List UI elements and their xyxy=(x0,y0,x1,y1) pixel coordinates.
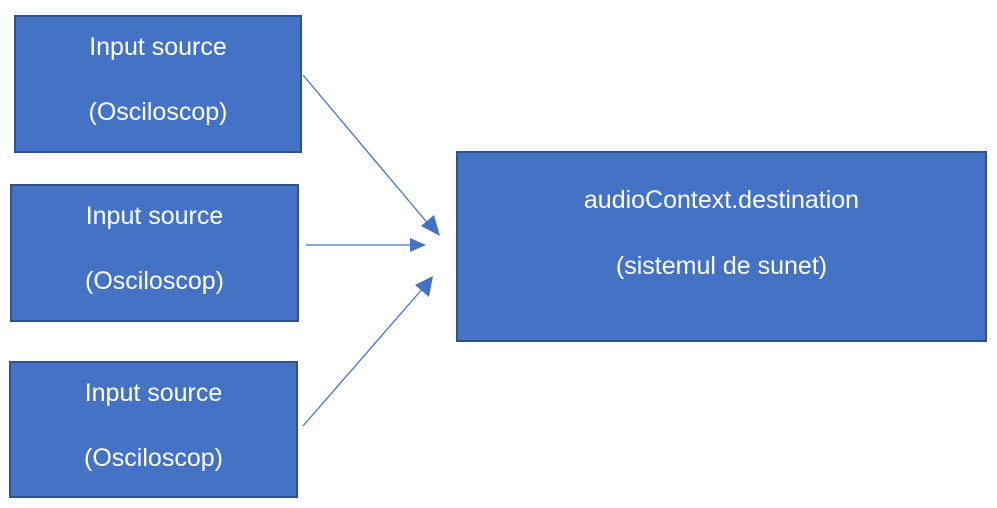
arrow-from-source-3 xyxy=(302,286,425,427)
arrowhead-2 xyxy=(410,238,426,252)
input-source-box-3: Input source (Osciloscop) xyxy=(9,361,298,498)
input-source-subtitle: (Osciloscop) xyxy=(88,98,228,126)
destination-box: audioContext.destination (sistemul de su… xyxy=(456,151,987,342)
input-source-title: Input source xyxy=(89,33,227,61)
input-source-subtitle: (Osciloscop) xyxy=(84,444,223,472)
input-source-title: Input source xyxy=(84,379,223,407)
arrowhead-3 xyxy=(415,276,433,297)
destination-title: audioContext.destination xyxy=(583,186,860,214)
arrowhead-1 xyxy=(421,215,440,236)
input-source-box-1: Input source (Osciloscop) xyxy=(14,15,302,153)
arrow-from-source-1 xyxy=(302,74,431,227)
destination-subtitle: (sistemul de sunet) xyxy=(615,252,828,280)
input-source-title: Input source xyxy=(85,202,224,230)
input-source-box-2: Input source (Osciloscop) xyxy=(10,184,299,322)
input-source-subtitle: (Osciloscop) xyxy=(85,267,224,295)
